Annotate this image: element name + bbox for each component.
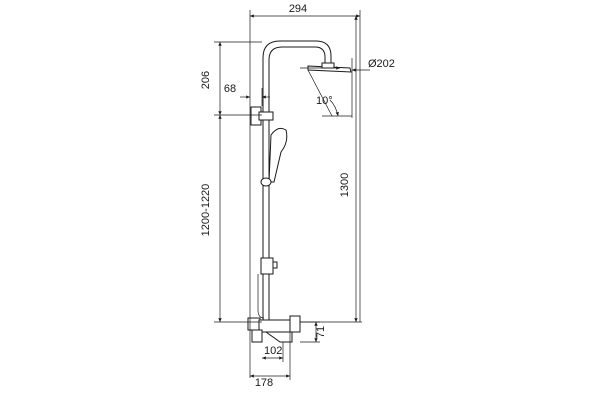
dim-spout-height: 71 [315,326,327,338]
bath-spout [264,331,293,343]
riser-pipe-inner [268,46,326,330]
dim-spout-reach: 102 [264,345,282,357]
wall-bracket-clamp [258,111,274,121]
mixer-body [258,319,294,333]
riser-pipe-outer [262,40,332,330]
shower-column-outline [247,40,352,343]
overhead-shower-head [307,65,352,73]
slider-holder [260,257,274,275]
hand-shower [268,127,288,183]
hand-shower-holder [260,177,272,187]
mixer-right-knob [289,315,301,333]
dim-top-width: 294 [289,3,307,15]
dimension-lines [214,10,370,380]
dim-mixer-depth: 178 [255,377,273,389]
hose-connection [257,274,265,319]
slider-knob [273,261,278,269]
wall-connection [251,329,263,343]
dim-head-diameter: Ø202 [368,58,395,70]
dim-slider-range: 1200-1220 [200,184,212,237]
dim-tilt-angle: 10° [316,95,333,107]
dim-wall-offset: 68 [224,83,236,95]
shower-head-joint [321,62,335,69]
dim-total-height: 1300 [339,173,351,197]
dim-head-drop: 206 [200,71,212,89]
